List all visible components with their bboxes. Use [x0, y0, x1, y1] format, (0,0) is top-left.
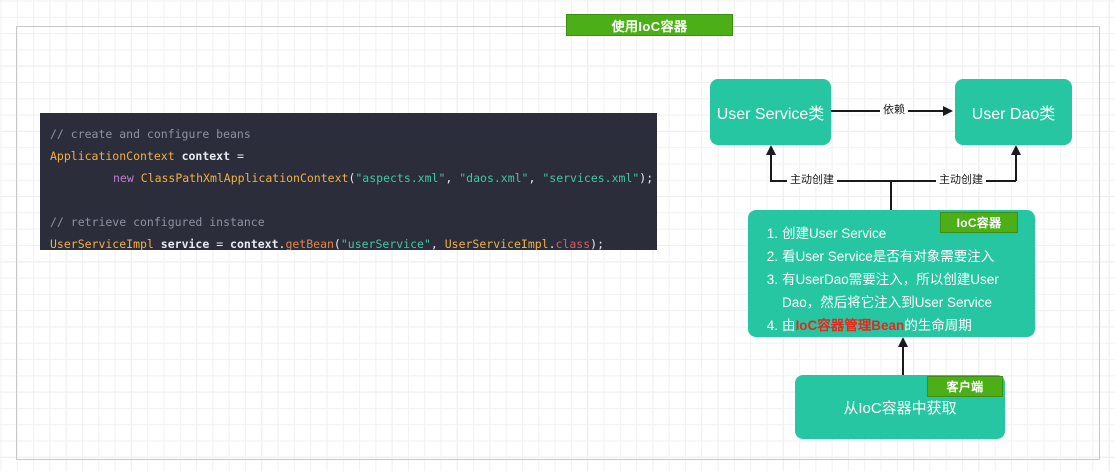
code-token: "userService": [340, 237, 431, 250]
code-token: (: [333, 237, 341, 250]
edge-create-left-riser: [770, 153, 772, 181]
ioc-step-number: 4.: [766, 318, 778, 333]
code-token: );: [639, 171, 654, 185]
badge-client: 客户端: [927, 376, 1003, 397]
edge-create-left-arrowhead: [766, 145, 776, 155]
code-token: =: [209, 237, 231, 250]
ioc-step-highlight: IoC容器管理Bean: [795, 318, 905, 333]
node-user-service[interactable]: User Service类: [710, 79, 831, 145]
node-user-dao[interactable]: User Dao类: [955, 79, 1072, 145]
edge-dependency-arrowhead: [943, 106, 953, 116]
edge-create-stem: [890, 180, 892, 211]
code-token: ClassPathXmlApplicationContext: [140, 171, 349, 185]
edge-client-to-ioc-line: [902, 346, 904, 376]
ioc-step-number: 3.: [766, 272, 778, 287]
ioc-step-text: 有UserDao需要注入，所以创建User Dao，然后将它注入到User Se…: [782, 272, 999, 310]
edge-create-right-riser: [1015, 153, 1017, 181]
ioc-step-text: 的生命周期: [904, 318, 972, 333]
edge-label-create-left: 主动创建: [787, 174, 837, 187]
code-token: new: [113, 171, 134, 185]
edge-label-dependency: 依赖: [880, 104, 908, 117]
code-token: // create and configure beans: [50, 127, 251, 141]
code-token: [134, 171, 141, 185]
code-token: [50, 193, 57, 207]
ioc-step-item: 1. 创建User Service: [760, 222, 1023, 245]
edge-label-create-right: 主动创建: [936, 174, 986, 187]
edge-client-to-ioc-arrowhead: [898, 337, 908, 347]
code-line: // retrieve configured instance: [50, 211, 645, 233]
code-line: ApplicationContext context =: [50, 145, 645, 167]
code-token: service: [160, 237, 210, 250]
code-token: // retrieve configured instance: [50, 215, 265, 229]
code-token: ,: [528, 171, 543, 185]
code-token: context: [230, 237, 279, 250]
edge-create-right-arrowhead: [1011, 145, 1021, 155]
code-token: ,: [430, 237, 445, 250]
edge-create-bus: [770, 180, 1016, 182]
code-token: "aspects.xml": [355, 171, 446, 185]
code-token: ApplicationContext: [50, 149, 175, 163]
code-token: =: [230, 149, 251, 163]
ioc-step-text: 看User Service是否有对象需要注入: [782, 249, 995, 264]
code-line: UserServiceImpl service = context.getBea…: [50, 233, 645, 250]
code-token: [175, 149, 182, 163]
node-ioc-container[interactable]: 1. 创建User Service 2. 看User Service是否有对象需要注入…: [748, 210, 1035, 337]
code-token: "daos.xml": [459, 171, 529, 185]
code-token: ,: [445, 171, 460, 185]
ioc-step-text: 由: [782, 318, 796, 333]
ioc-steps-list: 1. 创建User Service 2. 看User Service是否有对象需要注入…: [760, 222, 1023, 337]
code-line: new ClassPathXmlApplicationContext("aspe…: [50, 167, 653, 189]
code-token: );: [590, 237, 605, 250]
ioc-step-text: 创建User Service: [782, 226, 887, 241]
code-token: class: [555, 237, 591, 250]
ioc-step-number: 2.: [766, 249, 778, 264]
code-token: UserServiceImpl: [444, 237, 549, 250]
title-banner: 使用IoC容器: [566, 14, 733, 36]
code-line: [50, 189, 645, 211]
ioc-step-number: 1.: [766, 226, 778, 241]
code-token: (: [348, 171, 356, 185]
code-line: // create and configure beans: [50, 123, 645, 145]
ioc-step-item: 2. 看User Service是否有对象需要注入: [760, 245, 1023, 268]
ioc-step-item: 4. 由IoC容器管理Bean的生命周期: [760, 314, 1023, 337]
code-token: [154, 237, 161, 250]
code-token: context: [181, 149, 231, 163]
code-token: getBean: [285, 237, 334, 250]
node-client[interactable]: 从IoC容器中获取: [795, 375, 1005, 439]
code-token: "services.xml": [542, 171, 640, 185]
badge-ioc-container: IoC容器: [940, 212, 1018, 233]
code-token: .: [278, 237, 286, 250]
code-token: UserServiceImpl: [50, 237, 154, 250]
code-token: .: [548, 237, 556, 250]
ioc-step-item: 3. 有UserDao需要注入，所以创建User Dao，然后将它注入到User …: [760, 268, 1023, 314]
